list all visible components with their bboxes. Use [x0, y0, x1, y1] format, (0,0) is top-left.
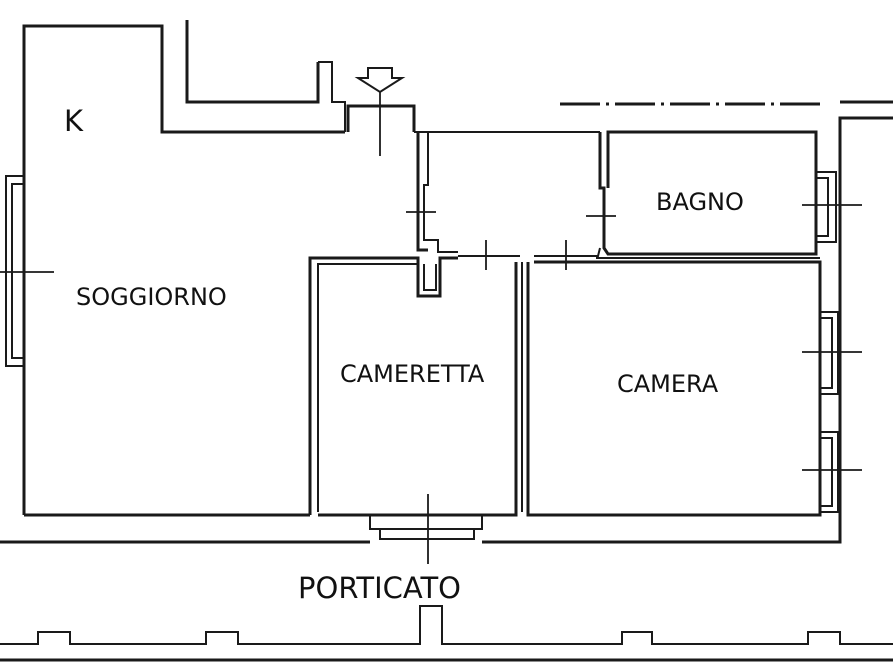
entrance-recess — [346, 104, 416, 132]
bathroom-window — [815, 171, 837, 243]
west-wall — [22, 24, 345, 515]
corridor-south-wall-2 — [534, 247, 601, 257]
north-notch-wall — [185, 20, 320, 104]
entrance-arrow-icon — [354, 67, 406, 94]
camera-window-2 — [819, 431, 839, 513]
small-bedroom-label: CAMERETTA — [340, 360, 485, 388]
windows — [5, 171, 839, 540]
south-outer-line-right — [482, 520, 842, 544]
cameretta-inner — [317, 263, 418, 512]
cameretta-south-window-sill — [379, 528, 475, 540]
kitchen-label: K — [64, 104, 84, 138]
door-markers — [0, 92, 862, 564]
camera-window-2-frame — [819, 437, 833, 507]
outer-walls — [0, 20, 893, 544]
bedroom-label: CAMERA — [617, 370, 719, 398]
cameretta-niche — [423, 264, 437, 291]
north-notch-jamb — [318, 61, 346, 132]
porch-parapet — [0, 605, 893, 662]
interior-walls — [308, 130, 822, 517]
west-window-frame — [11, 183, 25, 359]
corridor-west-wall — [416, 132, 428, 252]
west-window — [5, 175, 25, 367]
cameretta-south-window — [369, 514, 483, 530]
porch-label: PORTICATO — [298, 571, 461, 605]
corridor-west-inner — [423, 132, 458, 253]
camera-window-1-frame — [819, 317, 833, 389]
cameretta-walls — [308, 256, 458, 515]
bathroom-walls — [598, 130, 818, 256]
cameretta-east-wall — [318, 262, 518, 517]
camera-window-1 — [819, 311, 839, 395]
east-wall — [838, 116, 893, 520]
living-room-label: SOGGIORNO — [76, 283, 227, 311]
bathroom-label: BAGNO — [656, 188, 744, 216]
parapet-top — [0, 605, 893, 645]
camera-walls — [526, 260, 822, 517]
bathroom-window-frame — [815, 177, 829, 237]
